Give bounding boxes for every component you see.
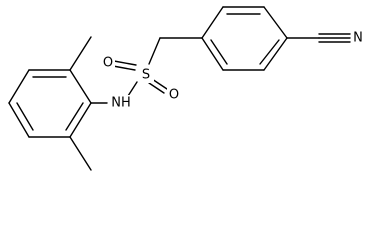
ring-bond	[8, 102, 30, 138]
structure-canvas: S O O NH N	[8, 6, 365, 171]
s-n-bond	[127, 81, 138, 97]
cyanophenyl-ring	[201, 6, 288, 71]
nitrile-group	[286, 33, 351, 43]
s-o-double-bond	[113, 60, 137, 66]
ring-bond	[201, 6, 224, 39]
methyl-bond-bottom	[69, 136, 92, 171]
ch2-to-s-bond	[148, 37, 161, 65]
amine-atom-label: NH	[111, 96, 131, 111]
sulfur-atom-label: S	[142, 68, 150, 83]
ring-bond	[263, 6, 288, 39]
s-o-double-bond	[148, 82, 165, 94]
ring-bond	[201, 37, 224, 71]
ring-bond	[263, 37, 288, 71]
dimethylphenyl-ring	[8, 69, 92, 138]
nitrile-nitrogen-atom-label: N	[353, 31, 363, 46]
methyl-bond-top	[69, 36, 92, 71]
sulfonyl-linker	[112, 37, 203, 97]
oxygen-top-atom-label: O	[103, 56, 113, 71]
molecule-drawing: S O O NH N	[8, 6, 365, 171]
oxygen-right-atom-label: O	[169, 88, 179, 103]
ring-bond	[69, 102, 92, 138]
ring-double-bond	[16, 102, 34, 131]
ring-double-bond	[65, 102, 84, 131]
ring-double-bond	[210, 39, 228, 65]
atom-labels: S O O NH N	[101, 30, 365, 111]
ring-double-bond	[259, 39, 280, 65]
s-o-double-bond	[112, 65, 136, 71]
s-o-double-bond	[151, 78, 168, 90]
ring-bond	[69, 69, 92, 104]
ring-bond	[8, 69, 30, 104]
